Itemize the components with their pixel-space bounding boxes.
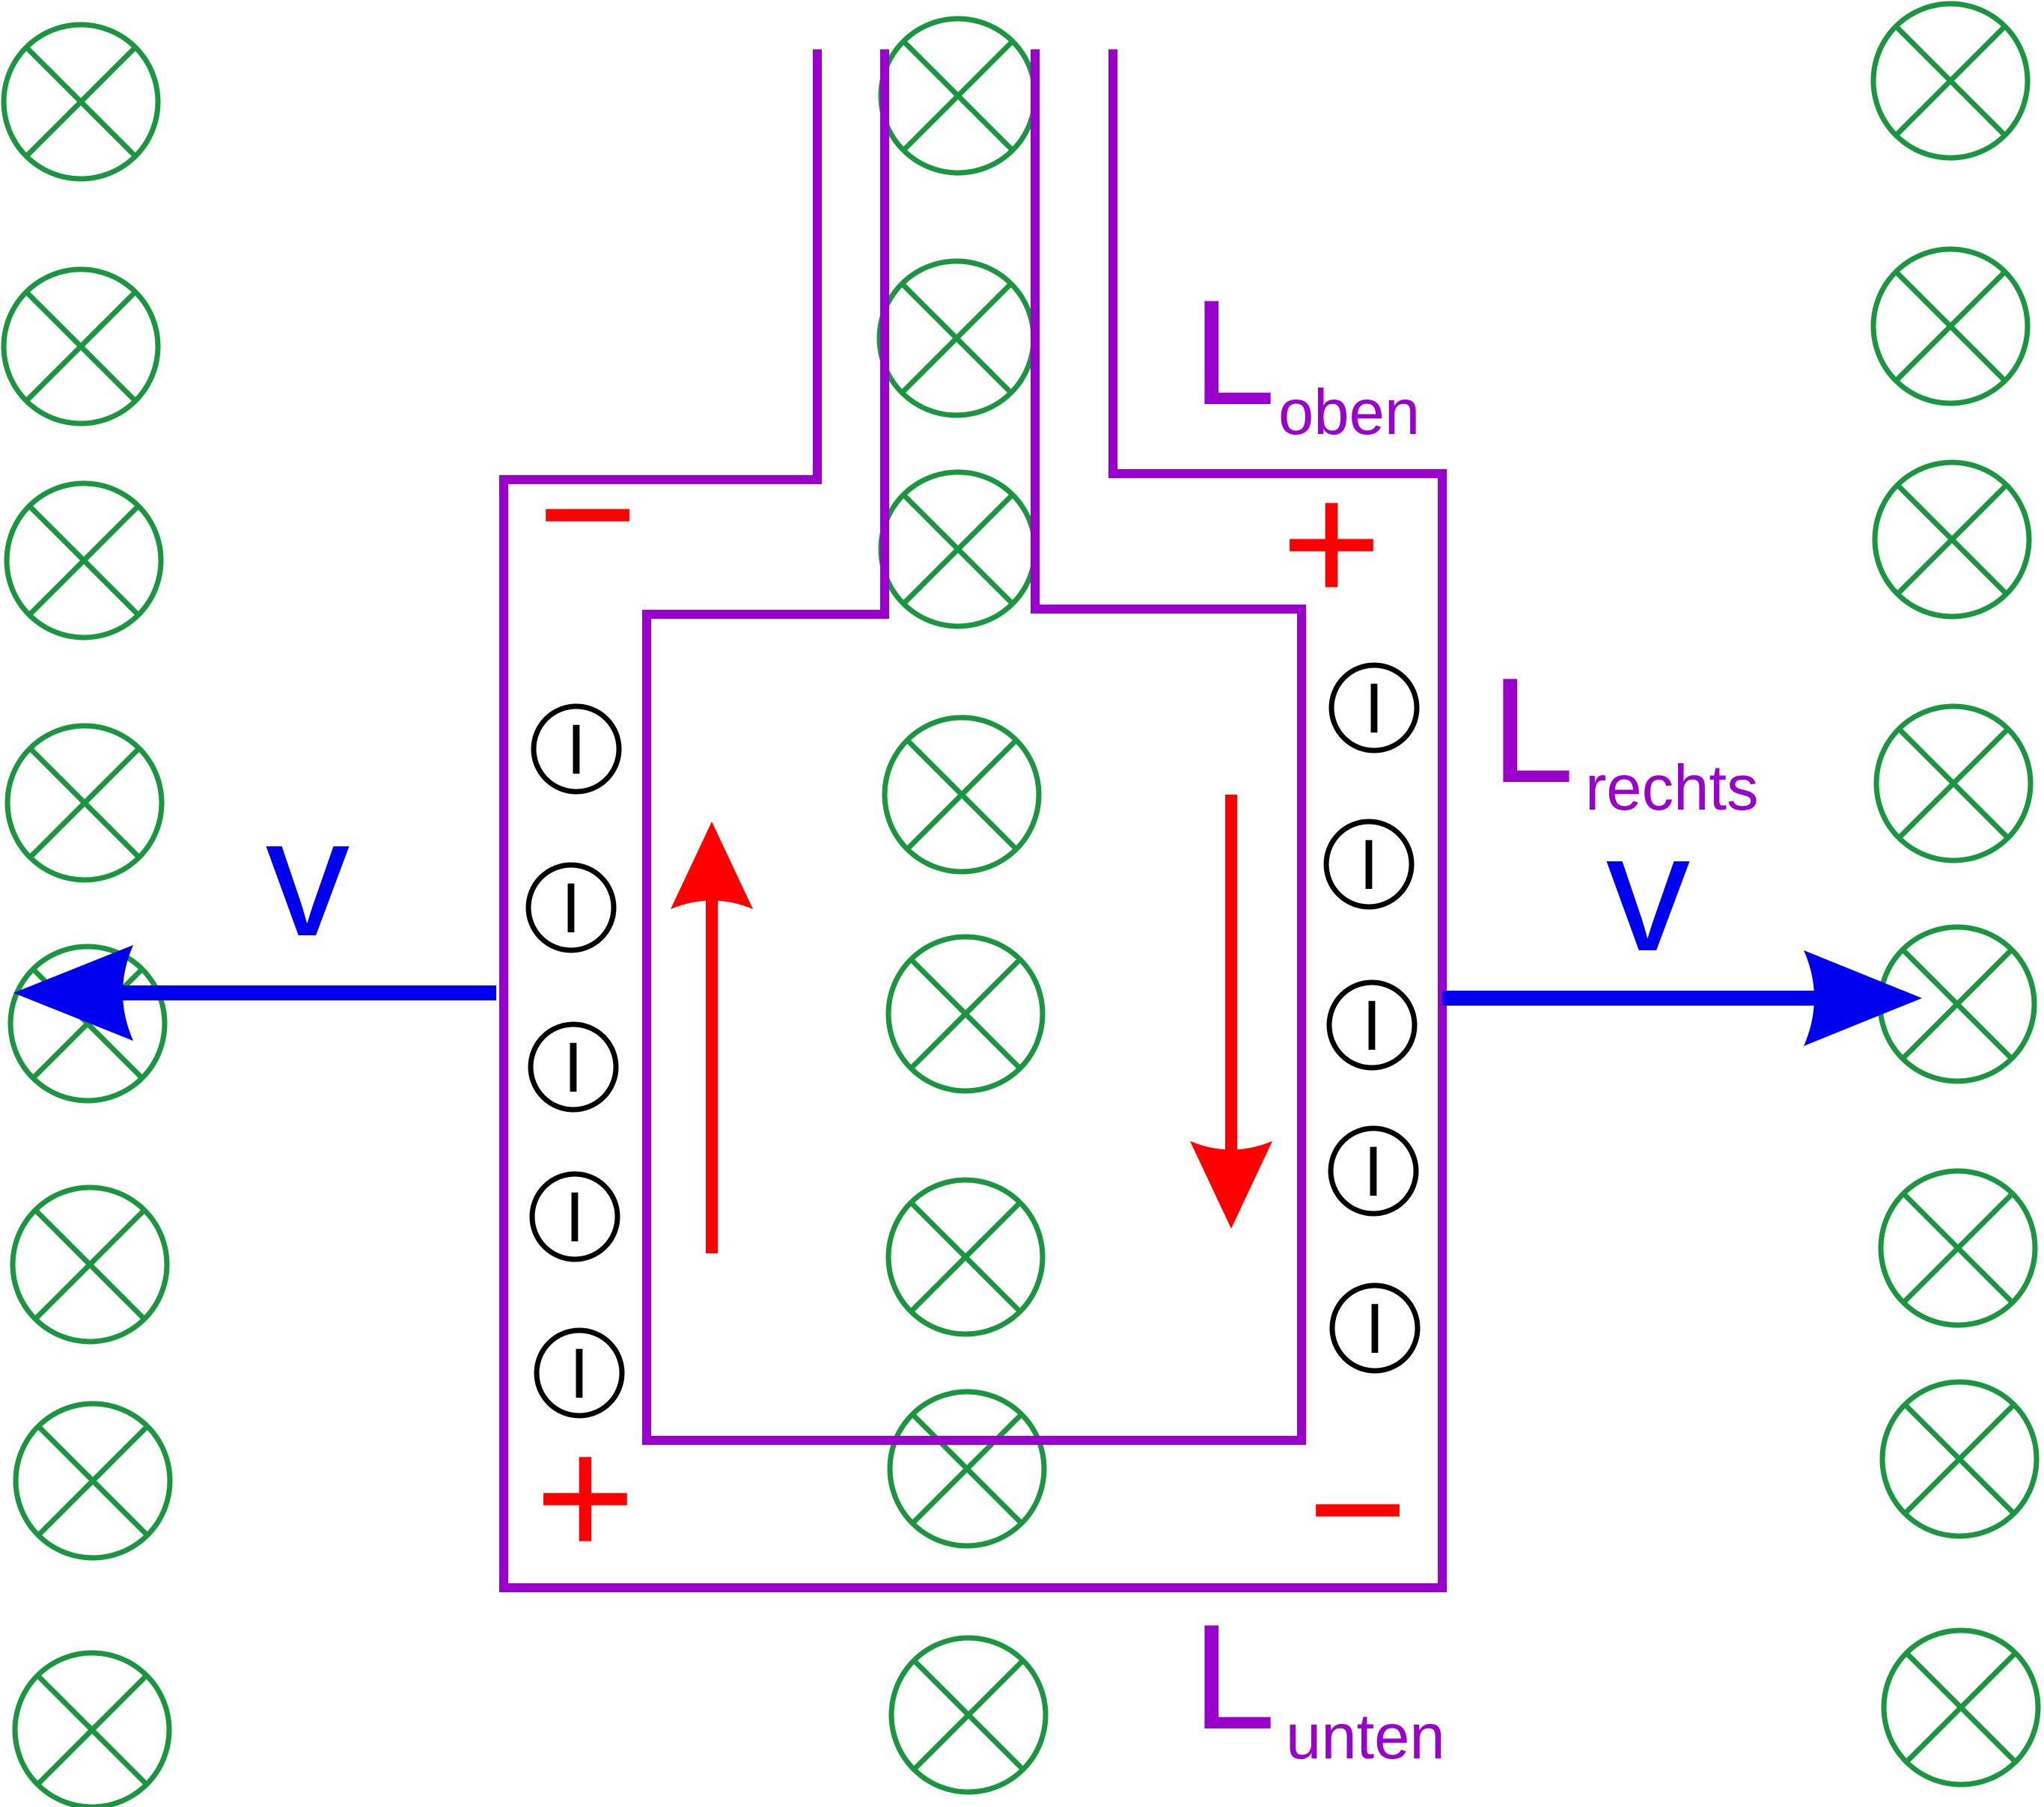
electron-symbol: I [561,869,581,948]
field-into-page-icon [4,723,165,883]
current-arrow-down [1190,795,1272,1229]
field-into-page-icon [10,1184,170,1345]
field-into-page-icon [4,480,164,640]
field-into-page-icon [1,22,161,182]
field-into-page-icon [1870,1,2031,161]
electron-icon: I [531,703,622,795]
field-into-page-icon [13,1401,173,1561]
electron-icon: I [1328,1125,1419,1217]
field-into-page-icon [1,266,161,426]
electron-icon: I [1329,1282,1421,1374]
electron-icon: I [1326,979,1418,1071]
field-into-page-icon [885,1177,1046,1337]
field-into-page-icon [1879,1379,2040,1539]
field-into-page-icon [887,1389,1047,1549]
electron-icon: I [529,1171,620,1262]
field-into-page-icon [878,16,1038,176]
minus-sign-icon: − [1308,1412,1408,1604]
minus-sign-icon: − [537,417,638,609]
electron-symbol: I [1362,986,1382,1065]
field-into-page-icon [12,1650,172,1807]
l-unten-subscript: unten [1286,1701,1445,1773]
field-into-page-icon [1872,459,2032,620]
electron-symbol: I [1365,1289,1385,1369]
velocity-label-right: v [1606,798,1691,986]
inner-conductor-loop [642,49,1306,1445]
velocity-arrow-left [13,945,496,1041]
velocity-arrow-right [1442,950,1922,1046]
electron-icon: I [528,1021,619,1113]
charge-bottom-right: − [1308,1412,1408,1604]
field-into-page-icon [888,1635,1049,1795]
electron-symbol: I [567,710,586,789]
field-into-page-icon [1873,703,2034,863]
charge-bottom-left: + [535,1401,635,1593]
electron-icon: I [525,862,617,953]
electron-symbol: I [1364,669,1384,748]
electron-icon: I [1328,662,1420,753]
l-oben-subscript: oben [1278,377,1420,448]
electron-symbol: I [1364,1132,1383,1211]
current-arrow-up [671,822,753,1253]
velocity-label-left: v [266,783,350,971]
wire-loop [499,49,1447,1592]
l-rechts-subscript: rechts [1585,753,1758,824]
l-rechts-main: L [1491,647,1574,814]
electron-icon: I [534,1327,625,1419]
electron-symbol: I [565,1178,585,1257]
label-l-unten: L unten [1192,1594,1445,1773]
label-l-oben: L oben [1192,269,1420,448]
electron-symbol: I [1359,825,1379,905]
electron-icon: I [1323,819,1415,910]
field-into-page-icon [876,258,1037,418]
l-oben-main: L [1192,269,1275,436]
field-into-page-icon [1881,1627,2041,1788]
field-into-page-icon [882,715,1042,875]
plus-sign-icon: + [1281,447,1382,639]
outer-conductor-loop [499,49,1447,1592]
field-into-page-icon [878,469,1038,629]
field-into-page-icon [885,934,1046,1094]
plus-sign-icon: + [535,1401,635,1593]
electron-symbol: I [570,1334,589,1413]
label-l-rechts: L rechts [1491,647,1758,824]
charge-top-right: + [1281,447,1382,639]
charge-top-left: − [537,417,638,609]
field-into-page-icon [1870,246,2031,406]
l-unten-main: L [1192,1594,1275,1761]
electron-symbol: I [564,1028,583,1107]
field-into-page-icon [1878,1168,2038,1328]
